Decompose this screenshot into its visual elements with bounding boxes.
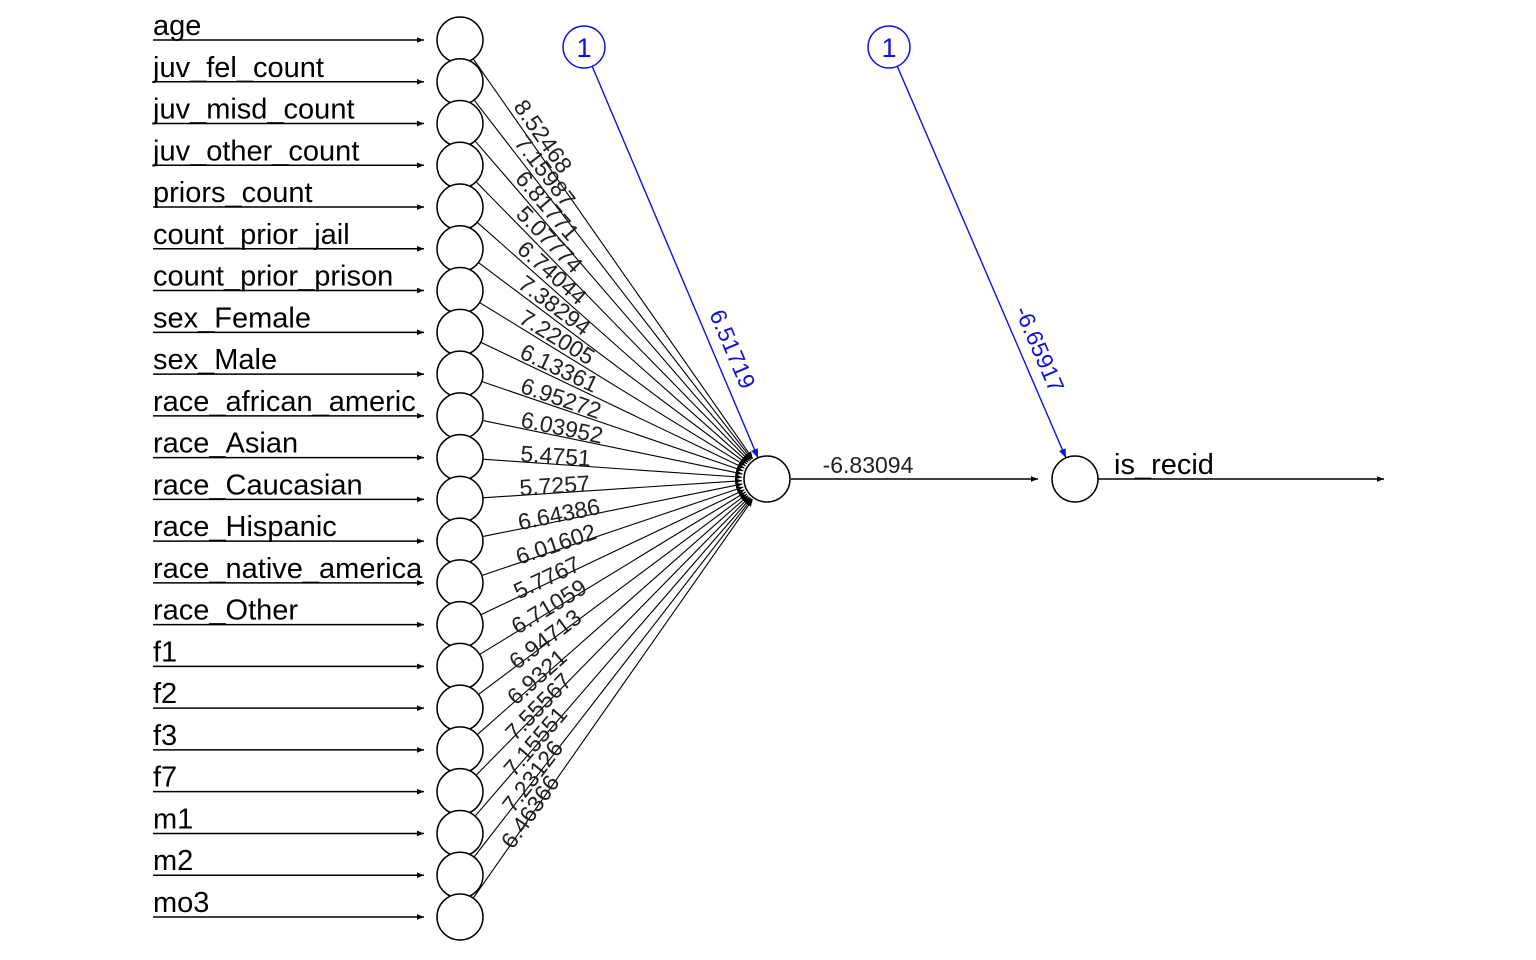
input-label: sex_Male xyxy=(153,344,277,376)
input-node xyxy=(436,433,484,482)
input-edge xyxy=(482,482,743,538)
bias-node-label: 1 xyxy=(881,33,896,63)
input-edge xyxy=(474,140,752,461)
input-to-hidden-edges: 8.524687.159876.817715.077746.740447.382… xyxy=(472,58,754,899)
input-node xyxy=(436,183,484,231)
input-edge xyxy=(481,380,744,472)
bias-node xyxy=(562,25,606,69)
input-label: race_Asian xyxy=(153,428,298,460)
input-node xyxy=(436,225,484,273)
input-node xyxy=(436,767,484,816)
input-edge xyxy=(472,499,754,899)
input-node xyxy=(436,16,484,64)
input-edge xyxy=(475,181,750,462)
input-edge xyxy=(474,497,752,817)
input-label: race_Caucasian xyxy=(153,469,363,501)
input-label: priors_count xyxy=(153,177,313,209)
input-edge xyxy=(473,99,753,460)
input-edge xyxy=(476,495,749,736)
input-edge xyxy=(472,58,754,459)
input-weight-label: 5.4751 xyxy=(520,440,592,471)
hidden-output-connection: -6.83094 is_recid xyxy=(791,449,1384,482)
input-node xyxy=(436,392,484,440)
input-edge xyxy=(479,302,746,467)
input-edge xyxy=(482,419,743,476)
input-edge xyxy=(478,262,748,465)
input-edge xyxy=(476,221,749,463)
hidden-node xyxy=(743,455,791,503)
output-node xyxy=(1051,455,1099,503)
input-edge xyxy=(479,491,746,655)
input-edge xyxy=(482,458,743,480)
input-node xyxy=(436,893,484,941)
input-edge xyxy=(475,496,750,776)
input-label: sex_Female xyxy=(153,302,311,334)
input-labels: age juv_fel_count juv_misd_count juv_other_… xyxy=(152,10,423,919)
input-node xyxy=(436,517,484,565)
hidden-to-output-weight: -6.83094 xyxy=(823,452,914,478)
input-label: race_native_america xyxy=(153,553,423,585)
input-edge xyxy=(481,486,744,577)
input-edge xyxy=(482,478,743,499)
input-label: juv_fel_count xyxy=(152,52,324,84)
bias-weight-label: 6.51719 xyxy=(704,306,760,393)
input-node xyxy=(436,141,484,190)
input-label: f3 xyxy=(153,720,177,752)
bias-node-label: 1 xyxy=(576,33,591,63)
input-label: count_prior_prison xyxy=(153,261,393,293)
input-node xyxy=(436,726,484,774)
input-node xyxy=(436,475,484,524)
input-edge xyxy=(473,498,753,858)
input-node xyxy=(436,99,484,148)
input-node xyxy=(436,642,484,691)
input-node xyxy=(436,266,484,315)
input-node xyxy=(436,350,484,398)
input-node xyxy=(436,851,484,899)
output-label: is_recid xyxy=(1114,449,1214,481)
input-label: f1 xyxy=(153,636,177,668)
input-label: count_prior_jail xyxy=(153,219,350,251)
input-label: f7 xyxy=(153,762,177,794)
input-label: race_african_americ xyxy=(153,386,416,418)
input-label: race_Other xyxy=(153,595,298,627)
input-node xyxy=(436,809,484,858)
input-label: juv_other_count xyxy=(152,135,359,167)
input-weight-label: 5.7257 xyxy=(519,470,591,501)
bias-edge xyxy=(591,66,759,459)
input-label: age xyxy=(153,10,201,42)
input-label: m1 xyxy=(153,803,193,835)
bias-edge xyxy=(896,66,1067,459)
input-edge xyxy=(480,341,745,469)
input-label: race_Hispanic xyxy=(153,511,337,543)
input-label: juv_misd_count xyxy=(152,94,355,126)
input-label: f2 xyxy=(153,678,177,710)
input-label: mo3 xyxy=(153,887,209,919)
input-edge xyxy=(478,493,748,695)
input-node xyxy=(436,684,484,732)
bias-node xyxy=(867,25,911,69)
input-edge xyxy=(480,489,745,616)
input-arrows xyxy=(153,37,424,920)
input-node xyxy=(436,58,484,106)
input-label: m2 xyxy=(153,845,193,877)
input-node xyxy=(436,600,484,649)
input-node xyxy=(436,308,484,357)
input-node xyxy=(436,559,484,607)
input-nodes xyxy=(436,16,484,941)
